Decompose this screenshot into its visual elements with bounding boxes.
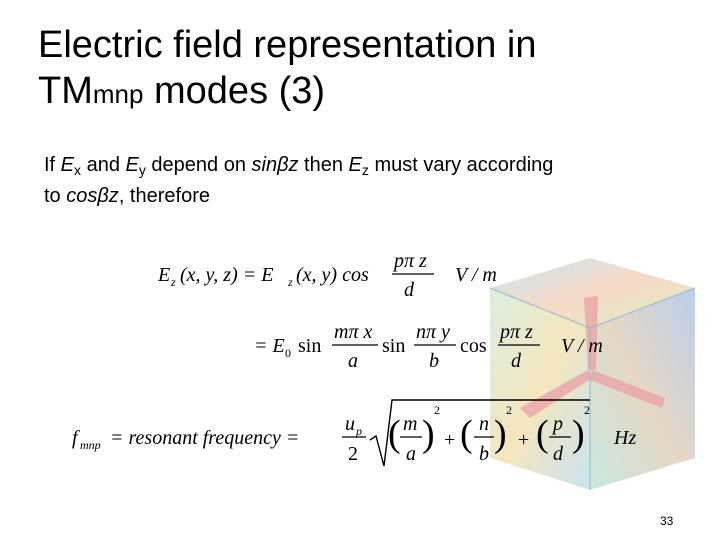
sqrt-sign — [369, 399, 590, 467]
cos-beta-z: cosβz — [66, 185, 119, 207]
ey-symbol: E — [125, 154, 139, 176]
eq3-lhs: f — [72, 427, 80, 449]
eq2-sin2: sin — [382, 335, 405, 357]
cube-left-face — [490, 288, 590, 490]
eq1-lhs: E — [157, 264, 170, 286]
eq1-unit: V / m — [455, 264, 497, 286]
text: to — [44, 185, 67, 207]
eq1-lhs-sub: z — [170, 275, 176, 289]
equation-ez: E z (x, y, z) = E z (x, y) cos pπ z d V … — [157, 250, 497, 301]
cavity-field-image — [489, 258, 696, 490]
cube-right-face — [590, 288, 695, 490]
ex-symbol: E — [60, 154, 75, 176]
eq3-b: b — [479, 443, 489, 465]
paren-close: ) — [422, 413, 435, 455]
ex-sub: x — [74, 162, 82, 178]
exponent: 2 — [584, 403, 590, 417]
eq3-a: a — [406, 443, 416, 465]
text: and — [81, 154, 126, 176]
paren-close: ) — [572, 413, 585, 455]
eq2-unit: V / m — [561, 335, 603, 357]
plus: + — [518, 429, 529, 451]
text: , therefore — [118, 185, 210, 207]
eq2-den3: d — [511, 350, 522, 372]
ey-sub: y — [138, 162, 146, 178]
exponent: 2 — [506, 403, 512, 417]
eq1-args2: (x, y) cos — [296, 264, 369, 286]
eq2-lead-sub: 0 — [285, 346, 291, 360]
ez-symbol: E — [348, 154, 362, 176]
title-mnp: mnp — [92, 79, 144, 109]
text: then — [298, 154, 349, 176]
body-paragraph: If Ex and Ey depend on sinβz then Ez mus… — [44, 152, 684, 209]
eq2-num2: nπ y — [416, 321, 450, 343]
eq1-numerator: pπ z — [392, 250, 427, 272]
cube-top-face — [490, 258, 695, 328]
eq2-cos: cos — [460, 335, 487, 357]
eq2-sin1: sin — [298, 335, 321, 357]
eq1-denominator: d — [404, 279, 415, 301]
eq2-den1: a — [348, 350, 358, 372]
field-lobe — [584, 296, 598, 370]
eq3-num-sub: p — [355, 424, 362, 438]
paren-open: ( — [388, 413, 401, 455]
text: depend on — [145, 154, 252, 176]
eq3-n: n — [479, 413, 489, 435]
page-number: 33 — [660, 514, 674, 528]
equation-resonant-frequency: f mnp = resonant frequency = u p 2 ( m a… — [72, 399, 636, 467]
ez-sub: z — [361, 162, 369, 178]
paren-close: ) — [494, 413, 507, 455]
eq3-m: m — [403, 413, 417, 435]
eq3-lhs-sub: mnp — [80, 438, 101, 452]
eq1-args-sub: z — [287, 275, 293, 289]
eq3-unit: Hz — [613, 427, 636, 449]
paren-open: ( — [536, 413, 549, 455]
eq3-num: u — [345, 413, 355, 435]
eq1-args: (x, y, z) = E — [180, 264, 273, 286]
eq3-p: p — [551, 413, 563, 435]
paren-open: ( — [460, 413, 473, 455]
text: must vary according — [368, 154, 554, 176]
slide-title: Electric field representation in TMmnp m… — [38, 22, 678, 117]
eq2-lead: = E — [254, 335, 285, 357]
eq3-d: d — [553, 443, 564, 465]
title-rest: modes (3) — [143, 70, 326, 112]
field-lobe — [520, 370, 592, 418]
text: If — [44, 154, 61, 176]
eq3-den: 2 — [348, 443, 358, 465]
field-lobe — [590, 370, 665, 408]
sin-beta-z: sinβz — [251, 154, 299, 176]
title-line-2: TMmnp modes (3) — [38, 68, 678, 117]
plus: + — [444, 429, 455, 451]
title-tm: TM — [38, 70, 93, 112]
title-line-1: Electric field representation in — [38, 24, 537, 66]
eq2-num3: pπ z — [498, 321, 533, 343]
eq2-num1: mπ x — [334, 321, 372, 343]
eq2-den2: b — [429, 350, 439, 372]
eq3-text: = resonant frequency = — [110, 427, 299, 449]
exponent: 2 — [434, 403, 440, 417]
equation-ez-expanded: = E 0 sin mπ x a sin nπ y b cos pπ z d V… — [254, 321, 603, 372]
